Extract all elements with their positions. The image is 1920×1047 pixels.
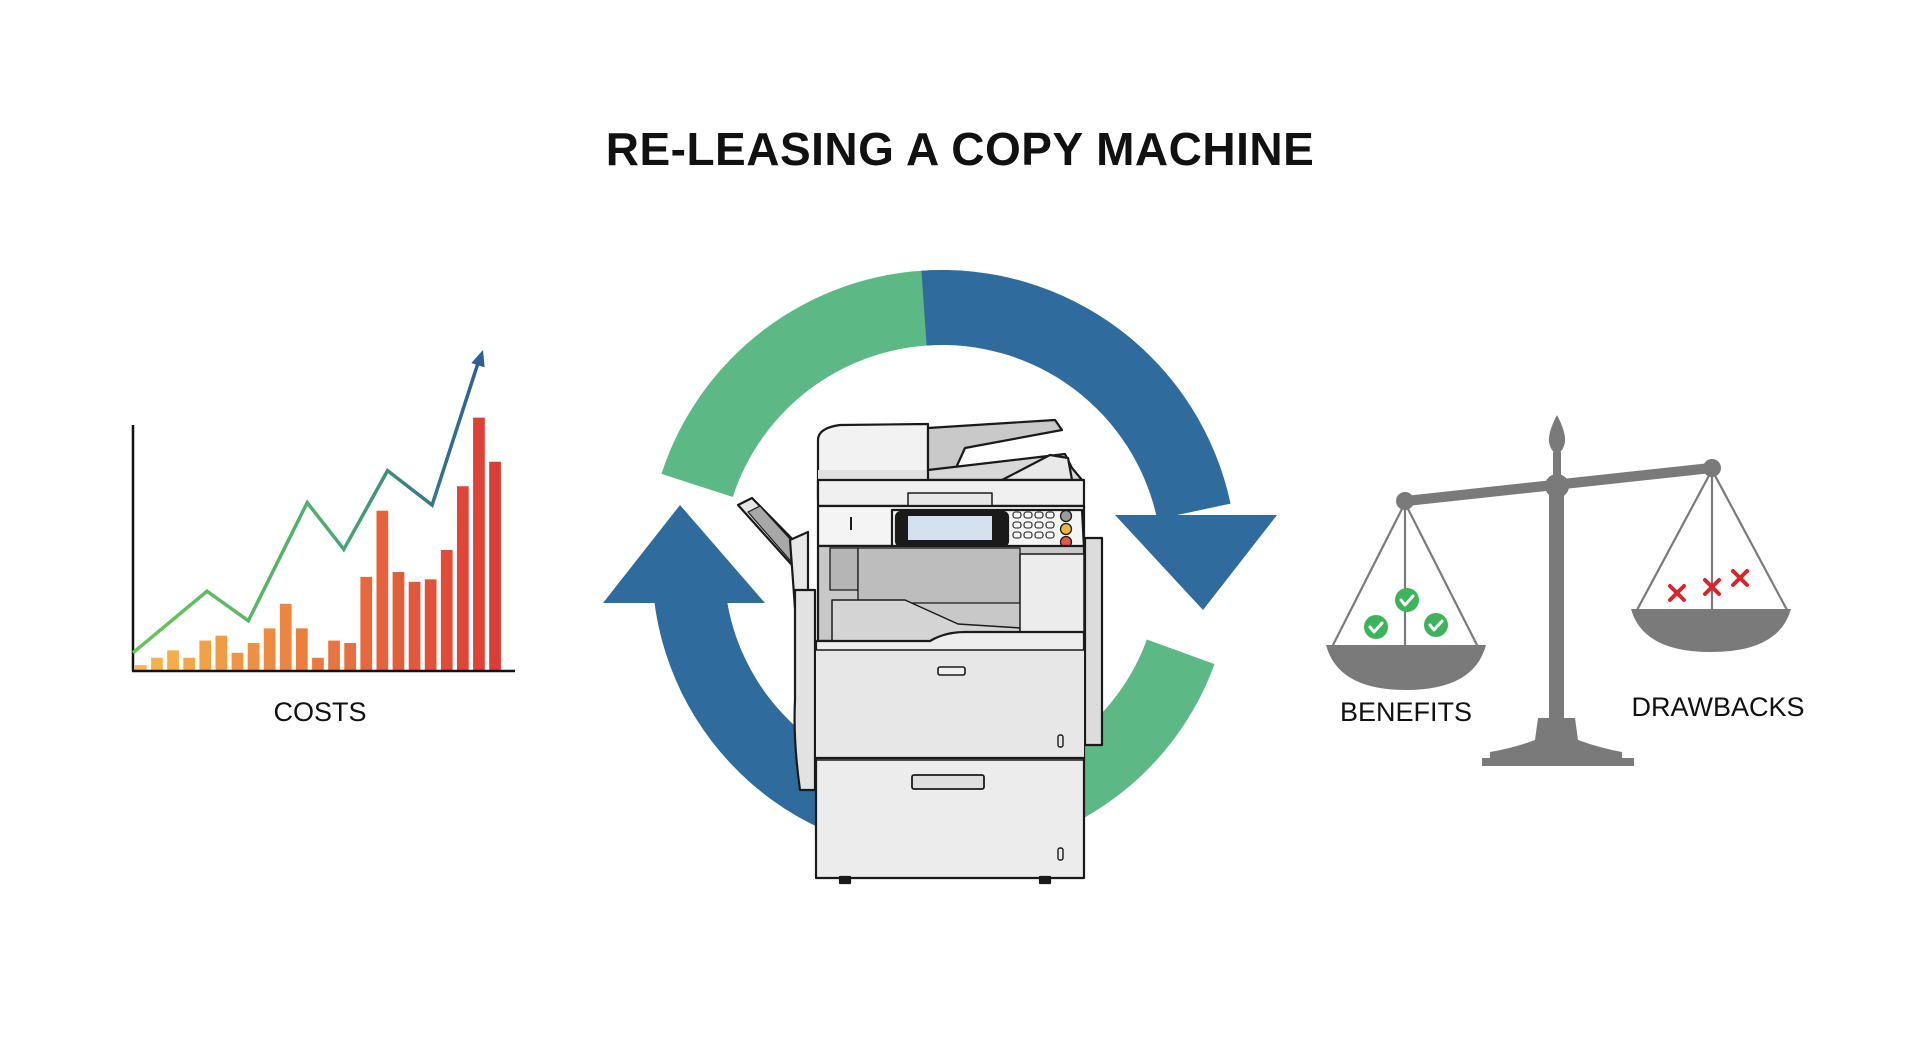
cost-bar: [247, 643, 260, 670]
cost-bar: [392, 572, 405, 670]
cost-bar: [183, 657, 195, 670]
keypad-key: [1012, 531, 1022, 539]
cost-bar: [473, 417, 485, 670]
cycle-arc-blue-right: [921, 270, 1231, 520]
keypad-key: [1023, 531, 1033, 539]
cost-bar: [215, 635, 228, 670]
status-button-yellow: [1059, 522, 1073, 536]
keypad-key: [1045, 521, 1055, 529]
bar-series: [135, 417, 501, 670]
keypad-buttons: [1012, 511, 1055, 539]
cost-bar: [167, 650, 179, 670]
keypad-key: [1023, 511, 1033, 519]
cross-icon: [1731, 569, 1749, 587]
cost-bar: [457, 486, 469, 670]
benefits-label: BENEFITS: [1339, 697, 1473, 727]
cross-icon: [1703, 578, 1721, 596]
cost-bar: [199, 640, 212, 670]
check-icon: [1364, 615, 1388, 639]
keypad-key: [1045, 531, 1055, 539]
arrow-down-icon: [1115, 515, 1277, 610]
keypad-key: [1045, 511, 1055, 519]
keypad-key: [1034, 521, 1044, 529]
cost-bar: [279, 603, 292, 670]
cost-bar: [135, 665, 147, 670]
drawbacks-label: DRAWBACKS: [1631, 692, 1805, 722]
cost-bar: [312, 657, 324, 670]
cost-bar: [263, 628, 276, 670]
cross-icon: [1668, 584, 1686, 602]
page-title: RE-LEASING A COPY MACHINE: [605, 123, 1315, 175]
cost-bar: [376, 510, 389, 670]
cost-bar: [360, 576, 373, 670]
status-button-gray: [1059, 509, 1073, 523]
check-icon: [1424, 613, 1448, 637]
cost-bar: [424, 579, 437, 670]
costs-chart: [131, 350, 515, 673]
keypad-key: [1034, 531, 1044, 539]
cycle-arc-green-top: [661, 270, 935, 498]
check-icon: [1395, 588, 1419, 612]
cost-bar: [440, 549, 453, 670]
keypad-key: [1012, 521, 1022, 529]
cost-bar: [489, 461, 501, 670]
keypad-key: [1034, 511, 1044, 519]
copy-machine-icon: [736, 418, 1104, 885]
keypad-key: [1012, 511, 1022, 519]
keypad-key: [1023, 521, 1033, 529]
cost-bar: [328, 640, 340, 670]
cost-bar: [231, 652, 244, 670]
cost-bar: [408, 581, 421, 670]
arrow-up-icon: [603, 505, 765, 603]
cost-bar: [151, 657, 163, 670]
trend-arrow-icon: [471, 350, 485, 368]
balance-scale-icon: [1326, 415, 1791, 766]
cost-bar: [296, 628, 308, 670]
trend-line: [131, 359, 481, 655]
cost-bar: [344, 643, 356, 670]
costs-label: COSTS: [273, 697, 367, 727]
